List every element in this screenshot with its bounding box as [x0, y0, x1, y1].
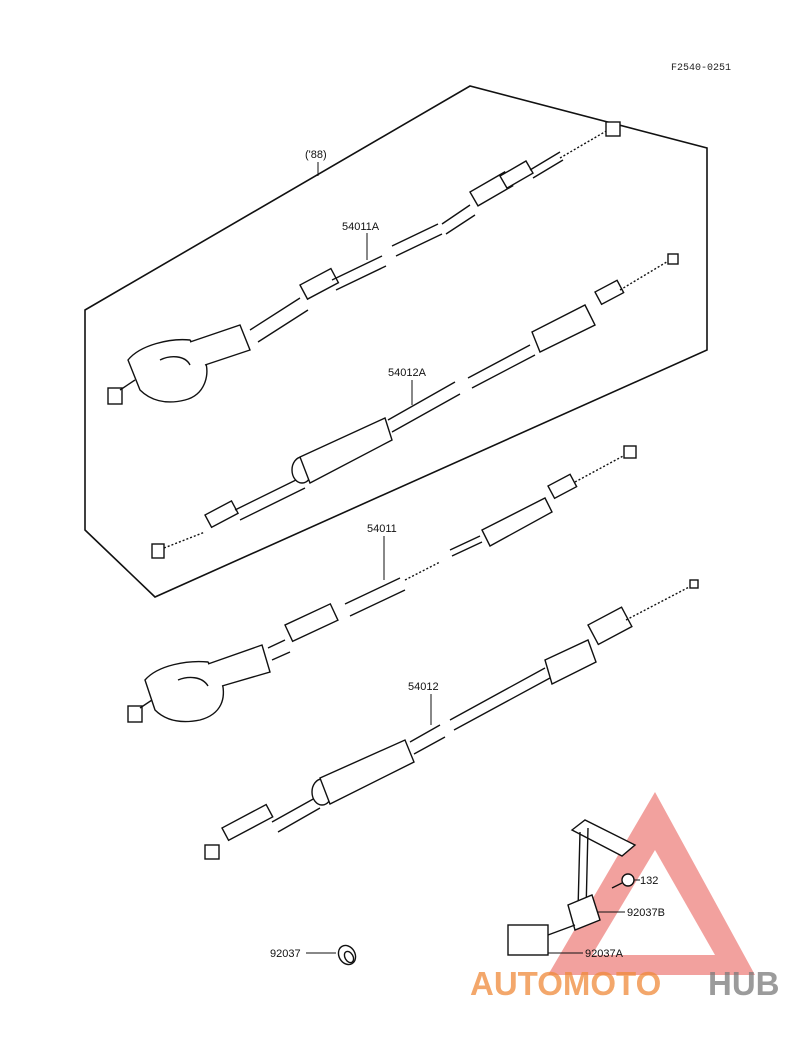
- watermark-text-automoto: AUTOMOTO: [470, 965, 661, 1002]
- label-54012: 54012: [408, 681, 439, 693]
- label-92037a: 92037A: [585, 948, 624, 960]
- label-54011a: 54011A: [342, 221, 380, 233]
- label-132: 132: [640, 875, 658, 887]
- group-outline-88: [84, 85, 708, 598]
- watermark-text-hub: HUB: [708, 965, 780, 1002]
- group-label: ('88): [305, 149, 327, 161]
- cable-54011a: [107, 121, 621, 405]
- label-54011: 54011: [367, 523, 397, 535]
- figure-code: F2540-0251: [671, 63, 731, 74]
- label-54012a: 54012A: [388, 367, 427, 379]
- watermark-logo: AUTOMOTO HUB: [470, 965, 780, 1002]
- label-92037b: 92037B: [627, 907, 665, 919]
- clip-92037: [337, 944, 357, 966]
- watermark-triangle: [548, 792, 755, 975]
- label-92037: 92037: [270, 948, 301, 960]
- cable-54011: [127, 445, 637, 723]
- bracket-assembly: [507, 819, 637, 956]
- cable-54012: [204, 579, 699, 860]
- cable-54012a: [151, 253, 679, 559]
